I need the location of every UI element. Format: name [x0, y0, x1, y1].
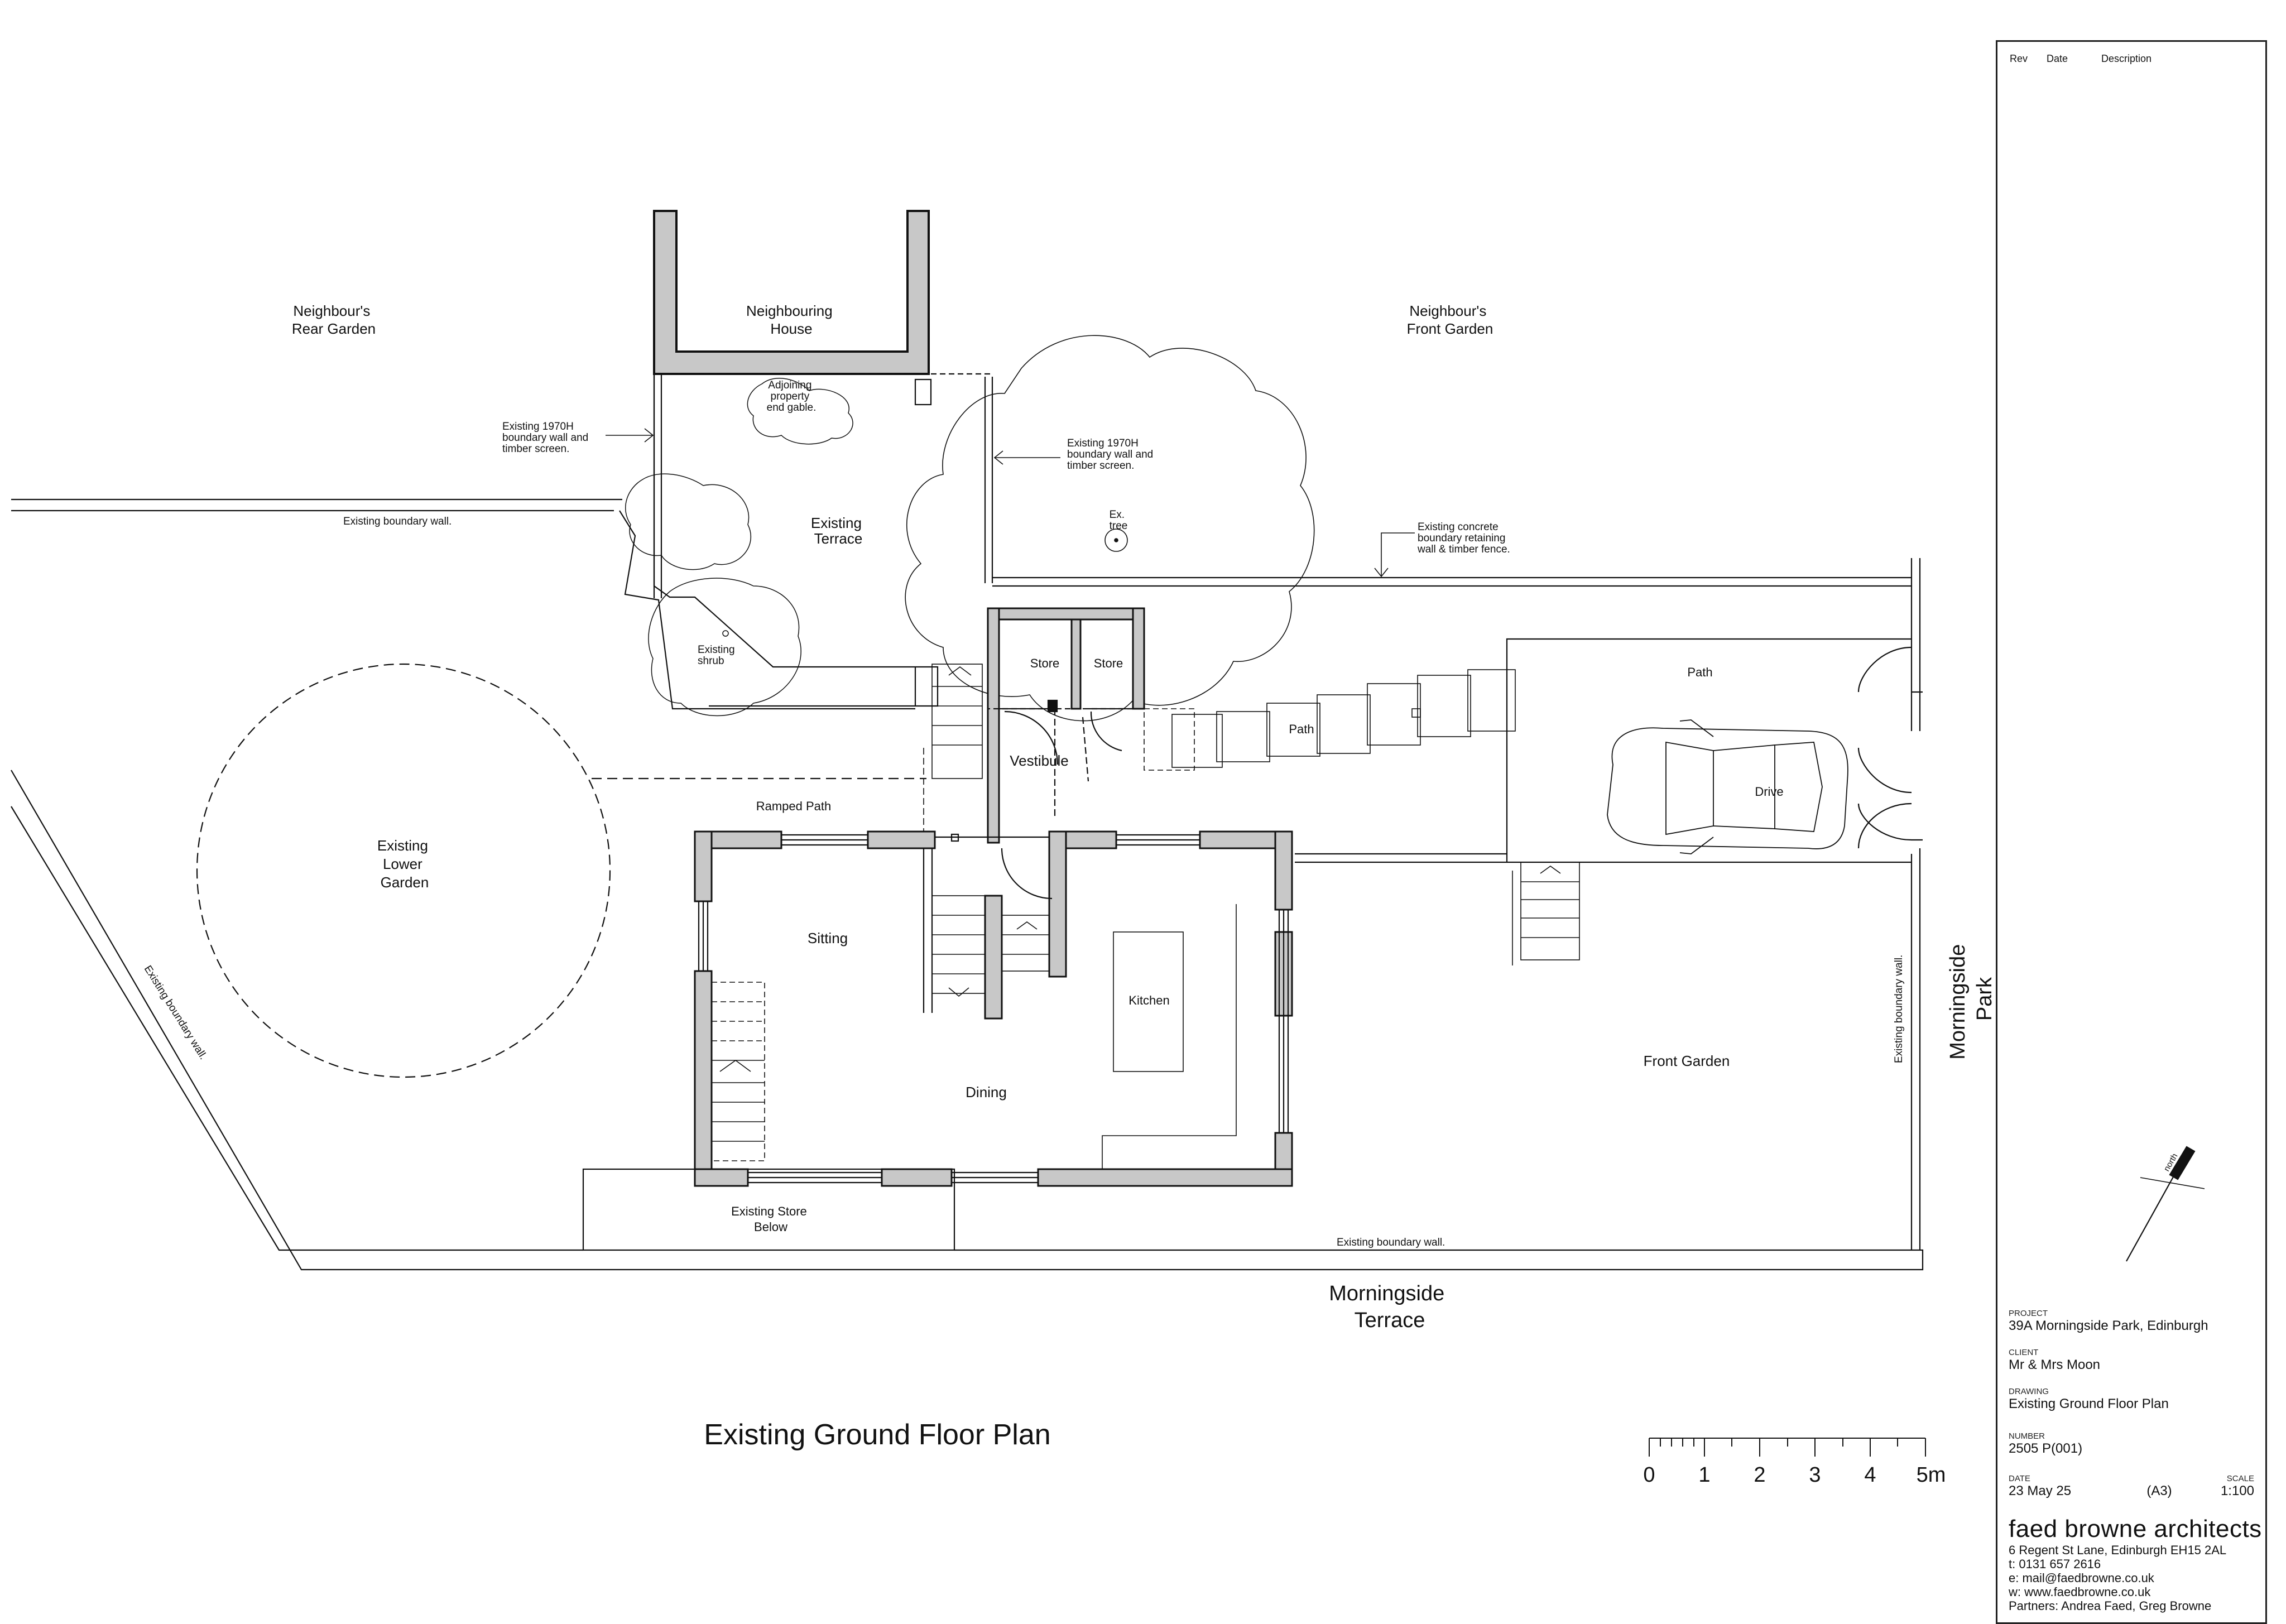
label-path-1: Path [1687, 665, 1712, 679]
drawing-key: DRAWING [2009, 1387, 2049, 1396]
firm-email: e: mail@faedbrowne.co.uk [2009, 1571, 2154, 1585]
concrete-retaining-wall [992, 558, 1921, 731]
stepping-stones [1144, 669, 1516, 771]
label-boundary-wall-right: Existing 1970H boundary wall and timber … [1067, 438, 1156, 472]
label-sitting: Sitting [808, 930, 848, 946]
scale-bar [1649, 1438, 1926, 1457]
label-kitchen: Kitchen [1128, 993, 1169, 1007]
label-existing-boundary-wall-vert: Existing boundary wall. [1893, 955, 1905, 1063]
rev-header: Rev [2010, 53, 2028, 64]
diagonal-boundary-wall [11, 770, 1924, 1271]
scale-value: 1:100 [2220, 1483, 2254, 1498]
tree-canopy [905, 335, 1315, 722]
scale-tick-5: 5m [1917, 1463, 1946, 1487]
number-key: NUMBER [2009, 1431, 2045, 1441]
north-arrow-icon [2126, 1146, 2205, 1262]
label-concrete-wall: Existing concrete boundary retaining wal… [1417, 521, 1510, 555]
scale-tick-4: 4 [1864, 1463, 1876, 1487]
existing-store-below [582, 1168, 955, 1251]
scale-tick-3: 3 [1809, 1463, 1821, 1487]
boundary-wall-top-left [11, 498, 622, 512]
label-ex-tree: Ex. tree [1110, 509, 1128, 532]
store-block [987, 607, 1145, 844]
scale-tick-2: 2 [1754, 1463, 1765, 1487]
firm-address: 6 Regent St Lane, Edinburgh EH15 2AL [2009, 1543, 2227, 1557]
label-morningside-park: Morningside Park [1946, 938, 1996, 1060]
label-morningside-terrace: Morningside Terrace [1329, 1282, 1451, 1332]
rev-description-header: Description [2101, 53, 2152, 64]
label-drive: Drive [1755, 785, 1783, 799]
gable-foliage [747, 377, 853, 445]
label-path-2: Path [1289, 722, 1314, 736]
firm-name: faed browne architects [2009, 1515, 2262, 1543]
boundary-foliage [625, 473, 752, 570]
label-neighbours-front-garden: Neighbour's Front Garden [1407, 302, 1493, 337]
label-existing-boundary-wall-top: Existing boundary wall. [343, 516, 452, 527]
label-boundary-wall-left: Existing 1970H boundary wall and timber … [502, 421, 592, 455]
leader-arrows [606, 428, 1415, 578]
project-key: PROJECT [2009, 1309, 2048, 1318]
drive-area [1506, 638, 1923, 862]
firm-block: faed browne architects 6 Regent St Lane,… [2009, 1515, 2262, 1613]
front-steps [1507, 862, 1580, 965]
project-value: 39A Morningside Park, Edinburgh [2009, 1318, 2208, 1333]
paper-size-value: (A3) [2146, 1483, 2172, 1498]
label-existing-store-below: Existing Store Below [731, 1204, 810, 1234]
label-existing-shrub: Existing shrub [698, 644, 738, 667]
internal-stairs [711, 895, 1050, 1161]
terrace-outline [619, 373, 993, 710]
label-front-garden: Front Garden [1644, 1053, 1730, 1069]
firm-partners: Partners: Andrea Faed, Greg Browne [2009, 1599, 2212, 1613]
label-ramped-path: Ramped Path [756, 799, 832, 813]
rev-date-header: Date [2047, 53, 2068, 64]
label-existing-lower-garden: Existing Lower Garden [377, 837, 432, 891]
label-existing-boundary-wall-bottom: Existing boundary wall. [1337, 1237, 1445, 1248]
number-value: 2505 P(001) [2009, 1441, 2083, 1456]
neighbouring-house [653, 210, 930, 375]
house-walls [694, 830, 1293, 1187]
label-adjoining-gable: Adjoining property end gable. [767, 379, 817, 414]
client-value: Mr & Mrs Moon [2009, 1357, 2101, 1372]
firm-web: w: www.faedbrowne.co.uk [2009, 1585, 2151, 1599]
scale-key: SCALE [2226, 1474, 2254, 1483]
label-existing-terrace: Existing Terrace [811, 515, 866, 547]
date-key: DATE [2009, 1474, 2030, 1483]
kitchen-fittings [1102, 904, 1237, 1169]
scale-tick-1: 1 [1698, 1463, 1710, 1487]
drawing-value: Existing Ground Floor Plan [2009, 1396, 2169, 1411]
firm-tel: t: 0131 657 2616 [2009, 1557, 2101, 1571]
label-store-2: Store [1094, 656, 1123, 670]
existing-shrub [648, 578, 801, 717]
label-neighbouring-house: Neighbouring House [746, 302, 837, 337]
terrace-steps [923, 664, 983, 837]
date-value: 23 May 25 [2009, 1483, 2072, 1498]
label-vestibule: Vestibule [1010, 752, 1069, 769]
drawing-title: Existing Ground Floor Plan [704, 1419, 1050, 1451]
title-block: Rev Date Description PROJECT 39A Morning… [1996, 40, 2267, 1624]
label-store-1: Store [1030, 656, 1060, 670]
client-key: CLIENT [2009, 1348, 2039, 1357]
label-dining: Dining [966, 1084, 1007, 1101]
scale-tick-0: 0 [1643, 1463, 1655, 1487]
label-neighbours-rear-garden: Neighbour's Rear Garden [292, 302, 376, 337]
lower-garden-circle [196, 663, 926, 1078]
car-icon [1607, 719, 1848, 854]
